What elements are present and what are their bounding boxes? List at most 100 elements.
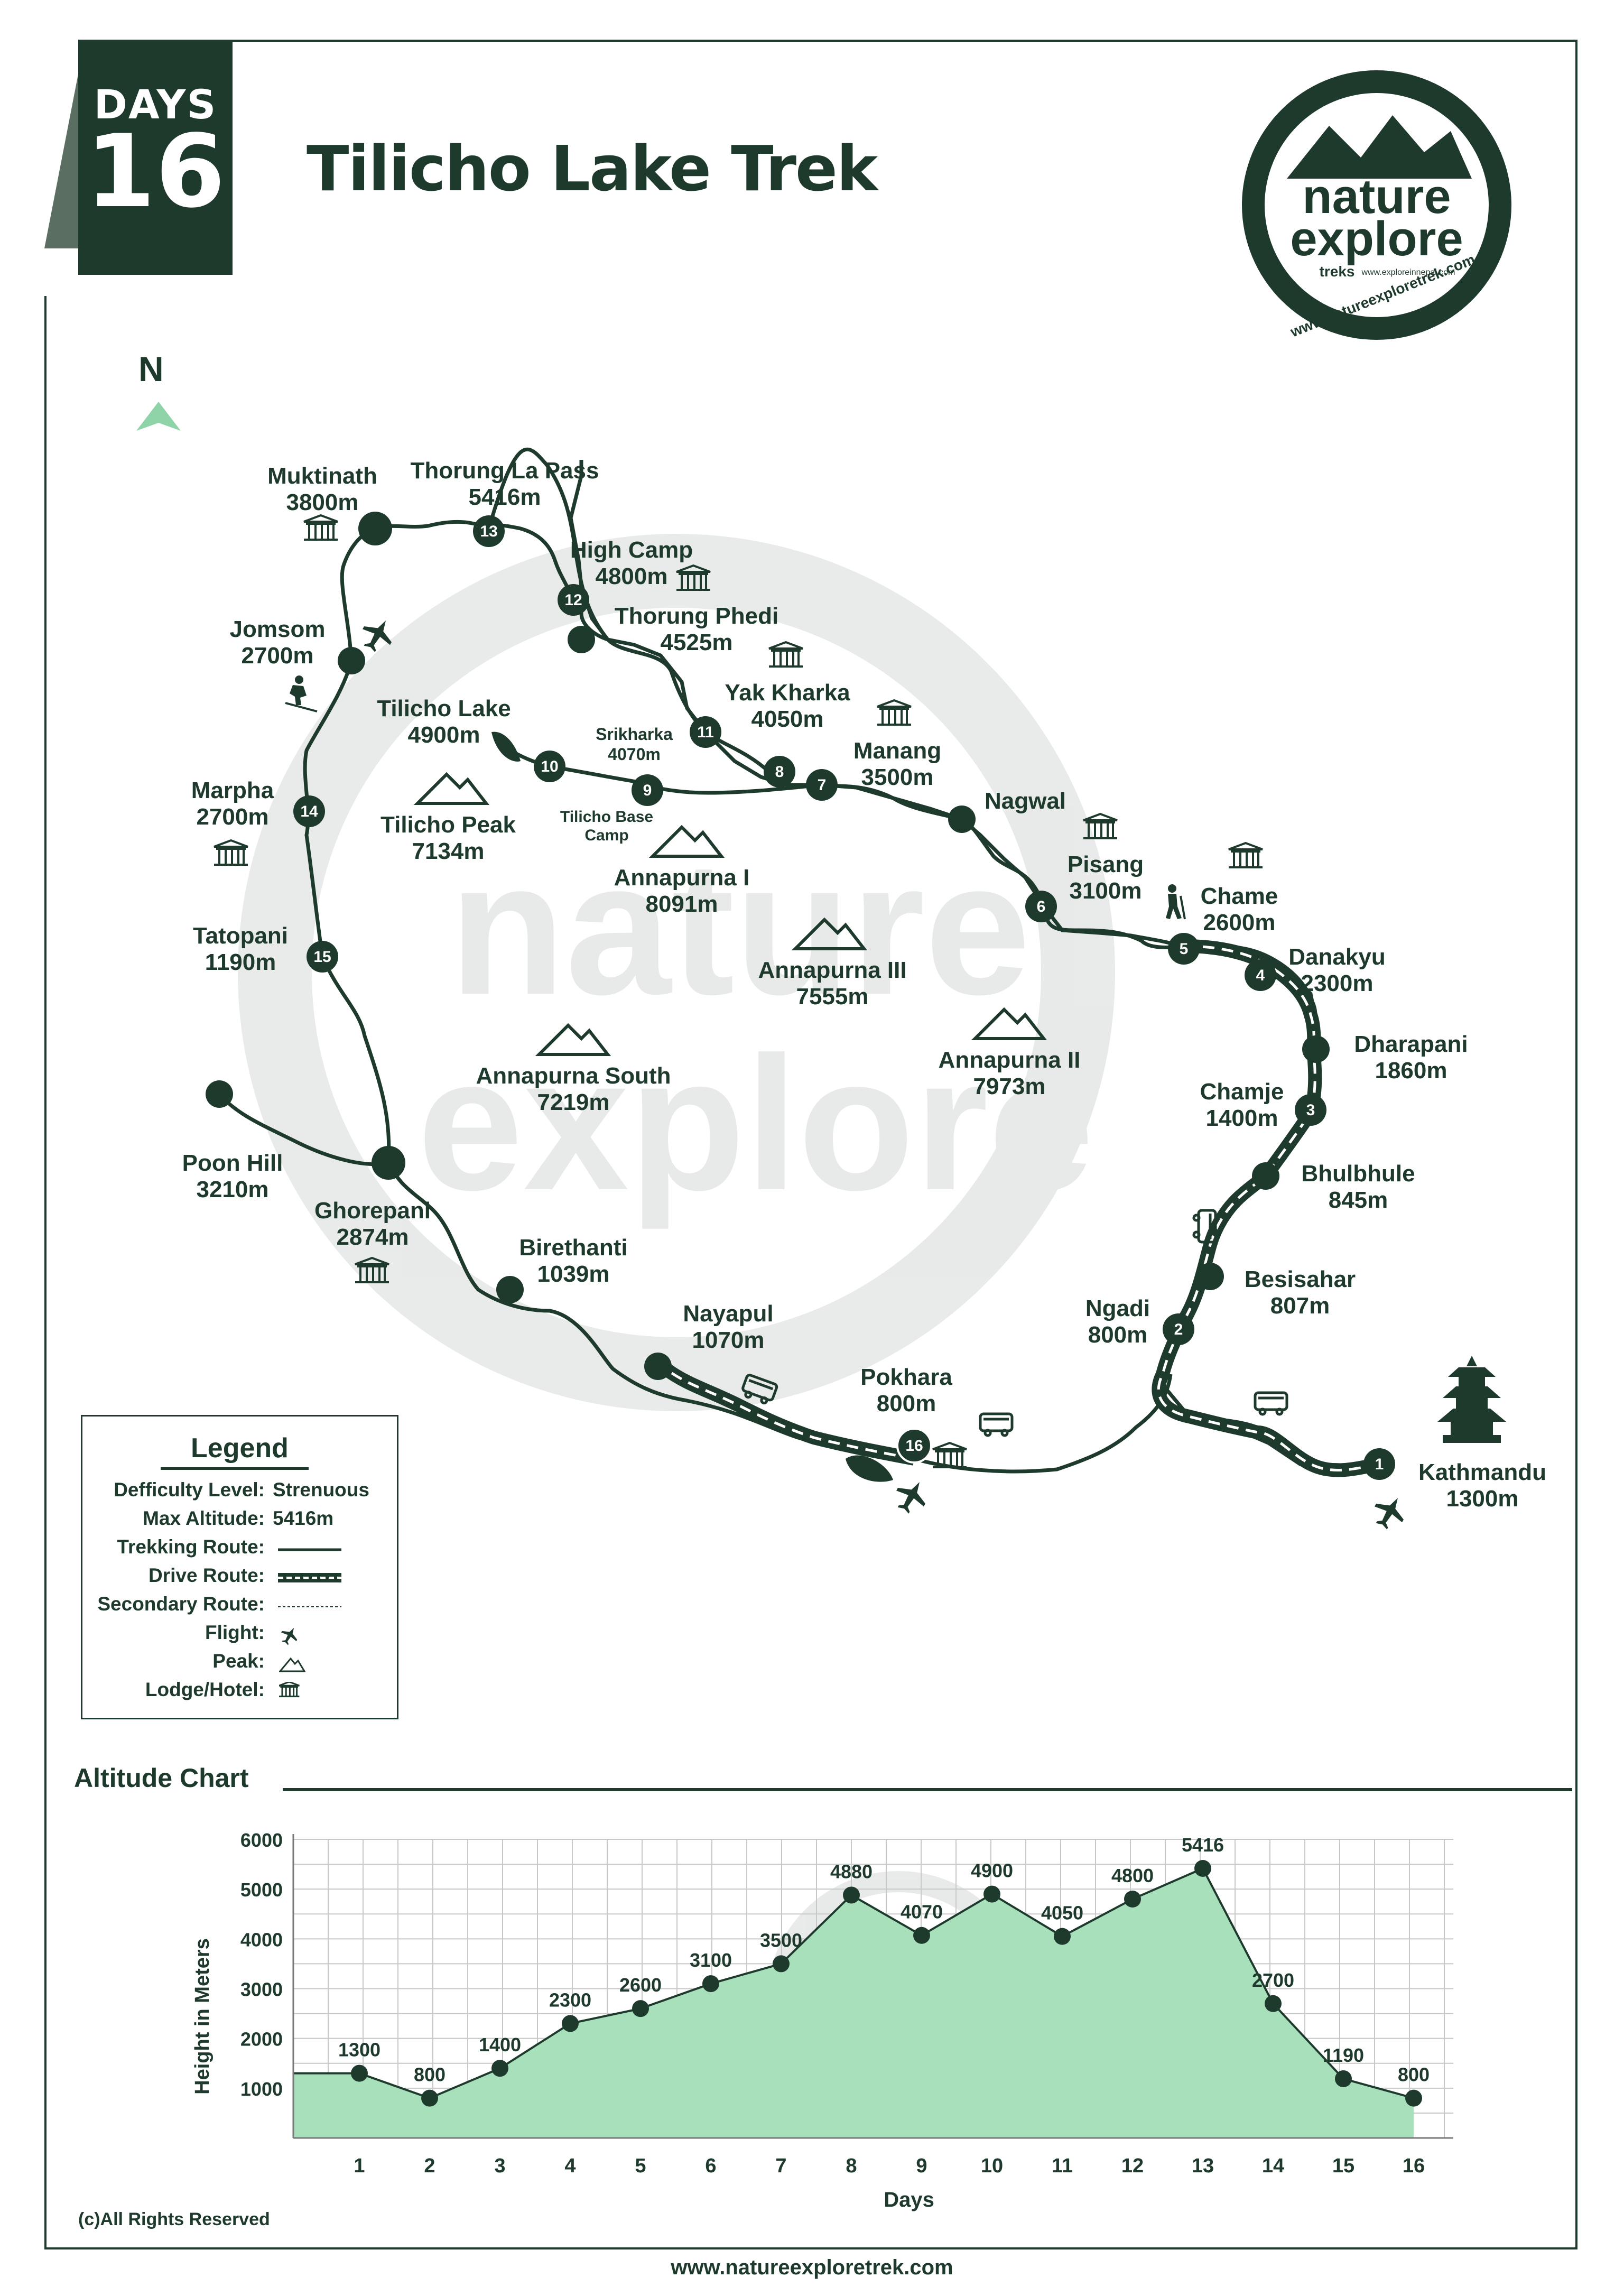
lodge-icon: [1228, 841, 1263, 868]
thorung-la-alt: 5416m: [468, 484, 541, 510]
altitude-value-label: 5416: [1182, 1834, 1224, 1856]
peak-icon: [791, 917, 868, 950]
bhulbhule-alt: 845m: [1329, 1187, 1388, 1213]
lodge-icon: [768, 641, 803, 668]
poon-hill-name: Poon Hill: [182, 1150, 283, 1176]
stop-3-label: 3: [1306, 1101, 1315, 1119]
pagoda-icon: [1437, 1356, 1506, 1443]
stop-jomsom: [338, 647, 365, 674]
altitude-value-label: 3500: [760, 1929, 802, 1951]
kathmandu-name: Kathmandu: [1418, 1459, 1546, 1485]
y-tick-label: 5000: [240, 1879, 283, 1901]
bhulbhule-name: Bhulbhule: [1301, 1161, 1415, 1187]
poon-hill-spur: [218, 1093, 389, 1166]
frame-right: [1575, 40, 1577, 2249]
altitude-point: [421, 2089, 438, 2107]
altitude-value-label: 4800: [1111, 1865, 1154, 1886]
altitude-value-label: 1190: [1323, 2044, 1364, 2066]
north-arrow-icon: [136, 402, 181, 431]
x-tick-label: 14: [1262, 2155, 1284, 2177]
stop-muktinath: [358, 512, 392, 545]
stop-besisahar: [1196, 1263, 1224, 1290]
chamje-alt: 1400m: [1205, 1105, 1278, 1131]
chamje-name: Chamje: [1200, 1079, 1284, 1105]
chart-grid: [293, 1839, 1453, 2138]
poon-hill-alt: 3210m: [196, 1177, 268, 1202]
annapurna-south-name: Annapurna South: [476, 1063, 671, 1089]
drive-route-chame-dash: [1183, 945, 1315, 1050]
legend-key: Defficulty Level:: [114, 1479, 265, 1501]
besisahar-name: Besisahar: [1245, 1266, 1356, 1292]
pisang-name: Pisang: [1068, 851, 1144, 877]
chart-ylabel: Height in Meters: [191, 1938, 214, 2095]
stop-6-label: 6: [1037, 898, 1046, 915]
tilicho-lake-name: Tilicho Lake: [377, 696, 511, 721]
y-tick-label: 2000: [240, 2029, 283, 2050]
altitude-point: [632, 2000, 649, 2017]
x-tick-label: 11: [1052, 2155, 1073, 2177]
x-tick-label: 8: [846, 2155, 857, 2177]
tatopani-alt: 1190m: [205, 949, 276, 975]
nagwal-name: Nagwal: [985, 788, 1066, 814]
peak-icon: [971, 1007, 1047, 1040]
stop-13-label: 13: [480, 523, 497, 540]
thorung-phedi-alt: 4525m: [660, 629, 732, 655]
drive-route-west-dash: [665, 1367, 915, 1460]
days-label: DAYS: [94, 81, 217, 128]
drive-route-line: [278, 1573, 341, 1582]
lodge-icon: [355, 1256, 389, 1283]
stop-11-label: 11: [697, 724, 714, 741]
bus-icons: [741, 1209, 1288, 1437]
altitude-area: [293, 1868, 1414, 2138]
stop-nagwal: [948, 806, 976, 833]
altitude-point: [1405, 2089, 1422, 2107]
muktinath-name: Muktinath: [267, 463, 377, 489]
peak-icon: [535, 1023, 611, 1056]
secondary-route-dashed: [278, 1606, 341, 1607]
legend-row-peak: Peak:: [82, 1650, 397, 1678]
route-map: nature explore 1 2 3 4 5 6: [136, 402, 1546, 1530]
legend-title-underline: [161, 1467, 309, 1470]
altitude-value-label: 2300: [549, 1989, 591, 2011]
route-line-north: [569, 460, 609, 641]
skier-icon: [285, 675, 318, 712]
frame-bottom: [44, 2247, 1577, 2249]
thorung-la-name: Thorung La Pass: [411, 458, 599, 484]
y-tick-label: 3000: [240, 1979, 283, 2001]
altitude-point: [1124, 1891, 1141, 1908]
legend-row-drive-route: Drive Route:: [82, 1564, 397, 1592]
legend-row-difficulty: Defficulty Level: Strenuous: [82, 1479, 397, 1506]
chame-alt: 2600m: [1203, 910, 1275, 936]
peak-icon: [279, 1657, 305, 1672]
stop-14-label: 14: [300, 803, 318, 820]
annapurna-1-name: Annapurna I: [614, 865, 750, 891]
annapurna-1-alt: 8091m: [645, 891, 718, 917]
peak-icons: [413, 772, 1047, 1056]
dharapani-name: Dharapani: [1354, 1031, 1468, 1057]
marpha-name: Marpha: [191, 777, 274, 803]
legend-row-flight: Flight:: [82, 1622, 397, 1649]
legend-val: 5416m: [273, 1507, 334, 1529]
days-badge: DAYS 16: [78, 40, 233, 275]
ghorepani-name: Ghorepani: [314, 1198, 431, 1224]
x-tick-label: 15: [1332, 2155, 1354, 2177]
altitude-point: [913, 1927, 930, 1944]
x-tick-label: 1: [354, 2155, 365, 2177]
altitude-value-label: 2600: [619, 1974, 662, 1996]
bus-icon: [741, 1374, 778, 1405]
dharapani-alt: 1860m: [1375, 1058, 1447, 1084]
legend-key: Lodge/Hotel:: [145, 1679, 265, 1700]
x-tick-label: 13: [1192, 2155, 1214, 2177]
logo-line1: nature: [1302, 170, 1451, 224]
jomsom-alt: 2700m: [241, 643, 313, 669]
annapurna-south-alt: 7219m: [537, 1089, 609, 1115]
altitude-point: [773, 1955, 790, 1973]
x-tick-label: 10: [981, 2155, 1003, 2177]
chart-xlabel: Days: [884, 2188, 934, 2211]
annapurna-3-name: Annapurna III: [758, 957, 906, 983]
altitude-point: [983, 1885, 1000, 1903]
tilicho-base-name: Tilicho Base: [560, 808, 653, 826]
stop-thorung-phedi: [568, 626, 595, 653]
high-camp-alt: 4800m: [595, 563, 667, 589]
plane-icon: [896, 1482, 925, 1514]
